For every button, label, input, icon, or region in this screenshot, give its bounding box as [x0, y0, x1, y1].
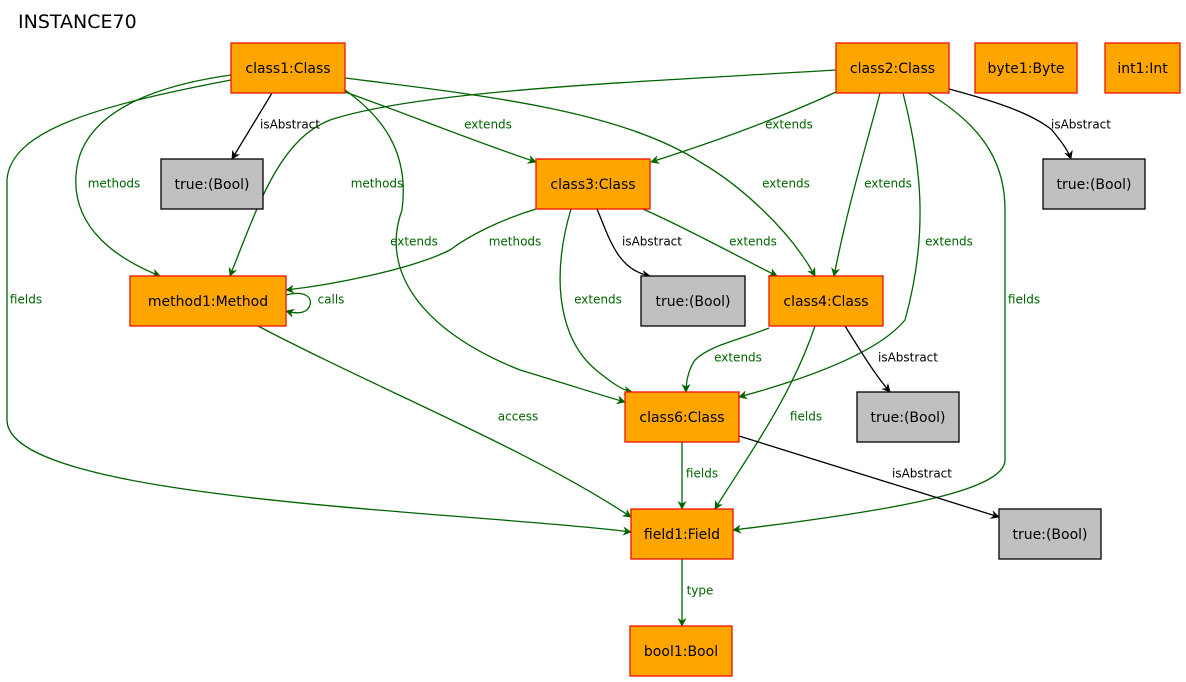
edge-class3-class6-extends: [559, 208, 633, 395]
edge-label-isabstract: isAbstract: [622, 235, 682, 249]
edge-class3-true3-isabstract: [596, 208, 651, 279]
edge-class1-class4-extends: [344, 77, 816, 277]
node-int1[interactable]: int1:Int: [1104, 42, 1181, 94]
edge-method1-field1-access: [257, 325, 632, 518]
node-box-int1[interactable]: [1104, 42, 1181, 94]
node-label-int1: int1:Int: [1117, 61, 1168, 77]
edge-class2-method1-methods: [228, 69, 837, 277]
node-true1[interactable]: true:(Bool): [160, 158, 264, 210]
edge-label-fields: fields: [790, 410, 822, 424]
node-label-true3: true:(Bool): [656, 294, 731, 310]
node-box-bool1[interactable]: [629, 625, 733, 677]
edge-label-extends: extends: [864, 177, 912, 191]
node-method1[interactable]: method1:Method: [129, 275, 287, 327]
node-label-class4: class4:Class: [783, 294, 868, 310]
node-label-true2: true:(Bool): [1057, 177, 1132, 193]
node-class6[interactable]: class6:Class: [624, 391, 740, 443]
edge-label-isabstract: isAbstract: [1051, 118, 1111, 132]
edge-label-access: access: [498, 410, 538, 424]
edge-label-methods: methods: [489, 235, 542, 249]
node-label-true1: true:(Bool): [175, 177, 250, 193]
node-box-byte1[interactable]: [974, 42, 1078, 94]
node-class3[interactable]: class3:Class: [535, 158, 651, 210]
edge-label-isabstract: isAbstract: [892, 467, 952, 481]
node-label-class2: class2:Class: [850, 61, 935, 77]
node-field1[interactable]: field1:Field: [630, 508, 734, 560]
node-bool1[interactable]: bool1:Bool: [629, 625, 733, 677]
node-box-field1[interactable]: [630, 508, 734, 560]
edge-label-fields: fields: [686, 467, 718, 481]
edge-class3-class4-extends: [642, 208, 778, 277]
edge-label-methods: methods: [88, 177, 141, 191]
edge-class2-class4-extends: [831, 92, 881, 277]
node-label-class1: class1:Class: [245, 61, 330, 77]
node-label-byte1: byte1:Byte: [988, 61, 1065, 77]
edge-class4-class6-extends: [681, 327, 770, 393]
node-box-method1[interactable]: [129, 275, 287, 327]
node-true2[interactable]: true:(Bool): [1042, 158, 1146, 210]
edge-class2-field1-fields: [732, 92, 1006, 534]
node-box-true1[interactable]: [160, 158, 264, 210]
node-box-class1[interactable]: [230, 42, 346, 94]
edge-method1-method1-calls: [285, 292, 312, 318]
node-byte1[interactable]: byte1:Byte: [974, 42, 1078, 94]
node-true5[interactable]: true:(Bool): [998, 508, 1102, 560]
node-class1[interactable]: class1:Class: [230, 42, 346, 94]
edge-label-extends: extends: [390, 235, 438, 249]
node-class4[interactable]: class4:Class: [768, 275, 884, 327]
node-box-true4[interactable]: [856, 391, 960, 443]
diagram-title: INSTANCE70: [18, 11, 137, 33]
node-label-method1: method1:Method: [148, 294, 268, 310]
edge-label-fields: fields: [10, 293, 42, 307]
edge-class1-true1-isabstract: [231, 92, 273, 160]
edge-class4-true4-isabstract: [844, 325, 891, 393]
node-label-class6: class6:Class: [639, 410, 724, 426]
edge-label-extends: extends: [925, 235, 973, 249]
edge-label-isabstract: isAbstract: [260, 118, 320, 132]
edge-label-extends: extends: [464, 118, 512, 132]
edge-label-extends: extends: [762, 177, 810, 191]
edge-class1-field1-fields: [6, 79, 632, 536]
edge-label-calls: calls: [318, 293, 345, 307]
node-box-true3[interactable]: [640, 275, 746, 327]
node-label-true4: true:(Bool): [871, 410, 946, 426]
node-box-class3[interactable]: [535, 158, 651, 210]
node-label-field1: field1:Field: [644, 527, 720, 543]
node-true4[interactable]: true:(Bool): [856, 391, 960, 443]
edge-class3-method1-methods: [285, 208, 537, 294]
node-box-true5[interactable]: [998, 508, 1102, 560]
edge-class1-class6-extends: [344, 89, 626, 405]
edge-label-extends: extends: [729, 235, 777, 249]
edge-class4-field1-fields: [714, 325, 816, 510]
edge-label-type: type: [687, 584, 714, 598]
node-box-true2[interactable]: [1042, 158, 1146, 210]
node-box-class4[interactable]: [768, 275, 884, 327]
node-true3[interactable]: true:(Bool): [640, 275, 746, 327]
node-label-true5: true:(Bool): [1013, 527, 1088, 543]
edge-class2-true2-isabstract: [948, 88, 1073, 160]
node-class2[interactable]: class2:Class: [835, 42, 950, 94]
node-label-class3: class3:Class: [550, 177, 635, 193]
edge-label-extends: extends: [574, 293, 622, 307]
edge-class1-method1-methods: [75, 74, 232, 278]
edge-class6-true5-isabstract: [738, 435, 1000, 519]
node-label-bool1: bool1:Bool: [644, 644, 718, 660]
node-box-class2[interactable]: [835, 42, 950, 94]
node-box-class6[interactable]: [624, 391, 740, 443]
edge-label-methods: methods: [351, 177, 404, 191]
edge-label-extends: extends: [714, 351, 762, 365]
edge-label-isabstract: isAbstract: [878, 351, 938, 365]
edge-label-extends: extends: [765, 118, 813, 132]
edge-label-fields: fields: [1008, 293, 1040, 307]
edge-class1-class3-extends: [344, 91, 537, 164]
edge-class2-class3-extends: [650, 91, 837, 164]
edge-class2-class6-extends: [738, 92, 921, 400]
